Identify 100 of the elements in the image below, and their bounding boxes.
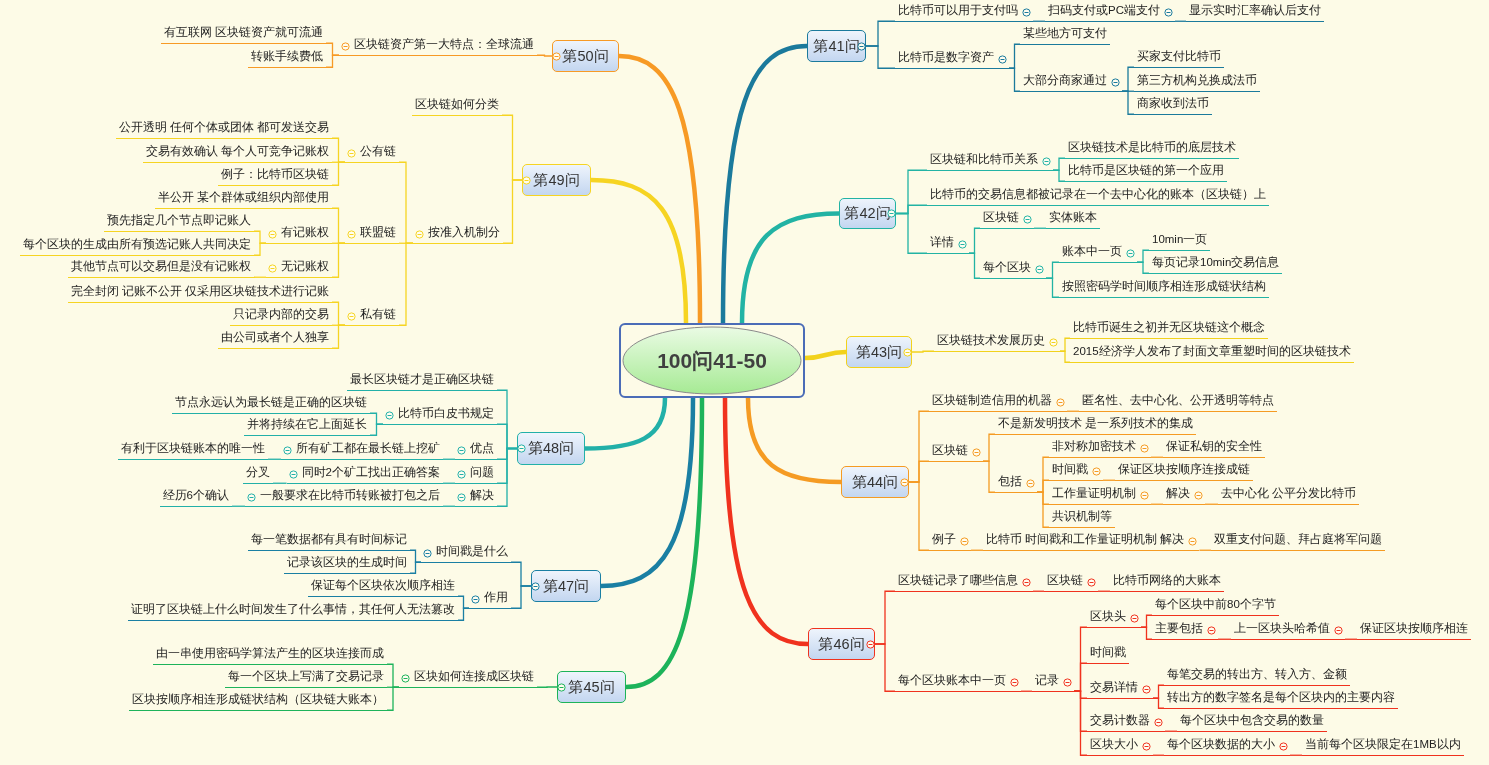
topic-label: 每个区块 [980,259,1046,279]
topic-label: 商家收到法币 [1134,95,1212,115]
topic-label: 证明了区块链上什么时间发生了什么事情，其任何人无法篡改 [128,601,458,621]
connector-line [1102,479,1116,481]
connector-line [1008,67,1021,92]
connector-line [442,505,456,507]
connector-line [510,585,532,609]
topic-label: 区块大小 [1087,736,1153,756]
topic-label: 详情 [927,234,969,254]
topic-label: 扫码支付或PC端支付 [1045,2,1175,22]
topic-label: 区块链技术是比特币的底层技术 [1065,139,1239,159]
connector-line [895,212,928,254]
topic-label: 作用 [469,589,511,609]
topic-label: 匿名性、去中心化、公开透明等特点 [1079,392,1277,412]
connector-line [1066,410,1080,412]
connector-line [442,458,456,460]
connector-line [1140,626,1153,640]
topic-label: 实体账本 [1046,209,1100,229]
topic-label: 保证每个区块依次顺序相连 [308,577,458,597]
connector-line [722,397,809,647]
topic-label: 有互联网 区块链资产就可流通 [160,24,326,44]
connector-line [331,242,346,278]
connector-line [739,211,840,324]
topic-label: 上一区块头哈希值 [1231,620,1345,640]
topic-label: 区块如何连接成区块链 [399,668,537,688]
topic-label: 不是新发明技术 是一系列技术的集成 [995,415,1197,435]
topic-label: 转账手续费低 [248,48,326,68]
topic-label: 比特币白皮书规定 [383,405,497,425]
connector-line [1045,277,1060,298]
topic-label: 2015经济学人发布了封面文章重塑时间的区块链技术 [1070,343,1354,363]
connector-line [267,458,282,460]
connector-line [536,686,558,688]
topic-label: 比特币诞生之初并无区块链这个概念 [1070,319,1268,339]
topic-label: 每笔交易的转出方、转入方、金额 [1164,666,1350,686]
topic-label: 区块链 [980,209,1034,229]
connector-line [409,561,422,574]
topic-label: 记录该区块的生成时间 [284,554,410,574]
topic-label: 区块链资产第一大特点：全球流通 [339,36,537,56]
connector-line [231,505,246,507]
topic-label: 比特币 时间戳和工作量证明机制 解决 [983,531,1200,551]
connector-line [253,276,267,278]
connector-line [618,53,703,324]
topic-label: 显示实时汇率确认后支付 [1186,2,1324,22]
connector-line [1121,90,1135,115]
topic-label: 区块链和比特币关系 [927,151,1053,171]
topic-label: 区块链技术发展历史 [934,332,1060,352]
topic-label: 第三方机构兑换成法币 [1134,72,1260,92]
topic-label: 交易有效确认 每个人可竞争记账权 [142,143,332,163]
topic-label: 非对称加密技术 [1049,438,1151,458]
topic-label: 区块链如何分类 [412,96,502,116]
topic-label: 比特币是区块链的第一个应用 [1065,162,1227,182]
topic-label: 按照密码学时间顺序相连形成链状结构 [1059,278,1269,298]
connector-line [1032,20,1046,22]
topic-label: 主要包括 [1152,620,1218,640]
connector-line [865,45,896,69]
connector-line [968,252,981,279]
topic-label: 预先指定几个节点即记账人 [104,212,254,232]
topic-label: 工作量证明机制 [1049,485,1151,505]
connector-line [720,43,808,324]
topic-label: 区块头 [1087,608,1141,628]
connector-line [1136,261,1150,274]
connector-line [1059,350,1071,363]
topic-label: 经历6个确认 [159,487,232,507]
topic-label: 所有矿工都在最长链上挖矿 [281,440,443,460]
connector-line [457,607,470,621]
question-box: 第43问 [846,336,912,368]
topic-label: 去中心化 公平分发比特币 [1218,485,1360,505]
topic-label: 按准入机制分 [413,224,503,244]
connector-line [1150,503,1164,505]
topic-label: 无记账权 [266,258,332,278]
connector-line [1052,169,1066,182]
connector-line [1152,697,1165,709]
connector-line [1204,503,1219,505]
topic-label: 记录 [1032,672,1074,692]
connector-line [970,549,984,551]
topic-label: 完全封闭 记账不公开 仅采用区块链技术进行记账 [67,283,332,303]
topic-label: 保证区块按顺序相连 [1357,620,1471,640]
topic-label: 比特币是数字资产 [895,49,1009,69]
topic-label: 转出方的数字签名是每个区块内的主要内容 [1164,689,1398,709]
connector-line [600,397,696,589]
topic-label: 只记录内部的交易 [230,306,332,326]
connector-line [1289,754,1303,756]
topic-label: 每一个区块上写满了交易记录 [225,668,387,688]
topic-label: 10min一页 [1149,231,1211,251]
connector-line [874,643,896,692]
topic-label: 每个区块中包含交易的数量 [1177,712,1327,732]
connector-line [911,350,935,353]
topic-label: 当前每个区块限定在1MB以内 [1302,736,1464,756]
connector-line [331,161,346,186]
connector-line [1344,638,1358,640]
connector-line [1073,690,1088,756]
topic-label: 一般要求在比特币转账被打包之后 [245,487,443,507]
topic-label: 节点永远认为最长链是正确的区块链 [172,394,370,414]
connector-line [1174,20,1187,22]
topic-label: 解决 [455,487,497,507]
question-box: 第49问 [522,164,591,196]
topic-label: 最长区块链才是正确区块链 [347,371,497,391]
topic-label: 其他节点可以交易但是没有记账权 [68,258,254,278]
topic-label: 有利于区块链账本的唯一性 [118,440,268,460]
connector-line [253,242,267,256]
